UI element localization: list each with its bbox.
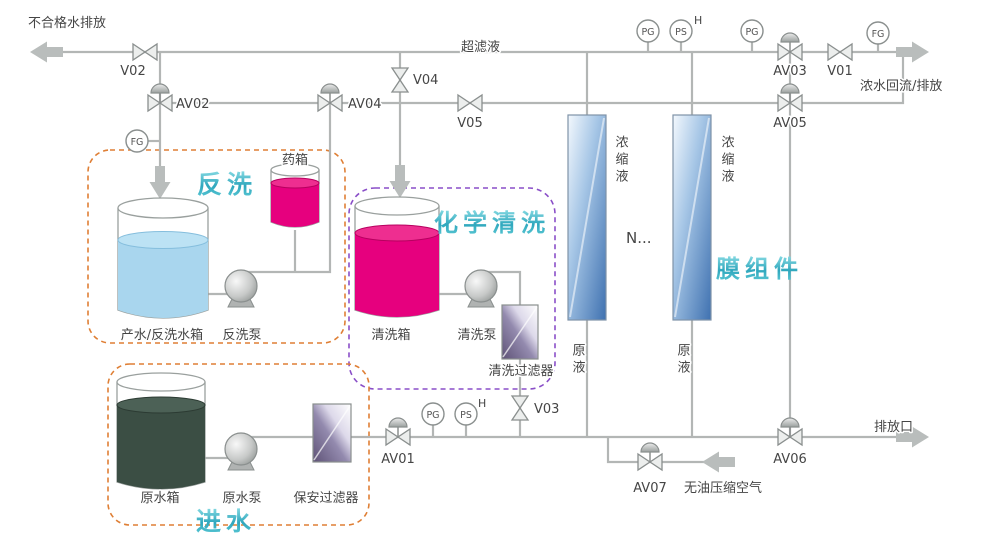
more-modules-label: N... [626, 229, 652, 247]
cleaning-tank [354, 196, 440, 318]
gauge-stems [646, 42, 880, 52]
feed-region-border [107, 363, 370, 526]
labels: 不合格水排放 V02 AV02 AV04 V04 超滤液 V05 AV03 V0… [27, 14, 944, 537]
valve-av06-label: AV06 [773, 452, 807, 467]
valve-v01-label: V01 [827, 64, 852, 79]
high-alarm-top-label: H [694, 14, 702, 27]
pressure-gauge-top-1: PG [636, 19, 660, 43]
backwash-pump [224, 269, 258, 308]
ultrafiltrate-label: 超滤液 [461, 40, 500, 55]
cleaning-filter [501, 304, 539, 360]
pressure-gauge-top-2: PG [740, 19, 764, 43]
valve-av02-label: AV02 [176, 97, 210, 112]
flow-gauge-left-label: FG [131, 137, 144, 148]
dosing-tank-label: 药箱 [282, 152, 308, 168]
raw-water-tank [116, 372, 206, 490]
pressure-switch-top: PS [669, 19, 693, 43]
pipe-segment [606, 437, 704, 464]
cleaning-tank-fill-arrow [389, 165, 411, 198]
concentrate-return-arrow [896, 41, 929, 63]
valve-av03-label: AV03 [773, 64, 807, 79]
security-filter-label: 保安过滤器 [293, 491, 358, 506]
security-filter [312, 403, 352, 463]
pressure-gauge-top-1-label: PG [641, 27, 654, 38]
valve-av05-label: AV05 [773, 116, 807, 131]
valve-av07-label: AV07 [633, 481, 667, 496]
pressure-gauge-top-2-label: PG [745, 27, 758, 38]
valve-av04-label: AV04 [348, 97, 382, 112]
pipe-segment [481, 270, 522, 437]
valve-v02-label: V02 [120, 64, 145, 79]
membrane-module-1 [567, 114, 607, 321]
raw-liquid-label-1: 原液 [570, 343, 586, 377]
raw-water-tank-label: 原水箱 [140, 490, 179, 506]
valve-av01 [385, 417, 411, 446]
membrane-modules-label: 膜组件 [715, 255, 803, 283]
valve-v05 [457, 94, 483, 112]
valve-v03-label: V03 [534, 402, 559, 417]
concentrate-label-2: 浓缩液 [719, 135, 735, 186]
backwash-tank-fill-arrow [149, 166, 171, 199]
feed-region-label: 进水 [196, 507, 256, 536]
raw-water-pump-label: 原水泵 [222, 491, 261, 506]
flow-gauge-right-label: FG [872, 29, 885, 40]
valve-v01 [827, 43, 853, 61]
discharge-outlet-label: 排放口 [874, 420, 913, 435]
raw-liquid-label-2: 原液 [675, 343, 691, 377]
membrane-module-2 [672, 114, 712, 321]
valve-v03 [511, 395, 529, 421]
backwash-pump-label: 反洗泵 [222, 328, 261, 343]
raw-water-pump [224, 432, 258, 471]
product-backwash-tank-label: 产水/反洗水箱 [121, 327, 203, 343]
valve-v02 [132, 43, 158, 61]
cleaning-tank-label: 清洗箱 [371, 327, 410, 343]
pressure-switch-mid: PS [454, 402, 478, 426]
valve-av06 [777, 417, 803, 446]
high-alarm-mid-label: H [478, 397, 486, 410]
cleaning-pump [464, 269, 498, 308]
pressure-gauge-mid: PG [421, 402, 445, 426]
chemical-cleaning-region-label: 化学清洗 [434, 209, 550, 237]
compressed-air-arrow [702, 451, 735, 473]
pipe-segment [160, 52, 905, 105]
pressure-gauge-mid-label: PG [426, 410, 439, 421]
discharge-left-arrow [30, 41, 63, 63]
compressed-air-label: 无油压缩空气 [684, 480, 762, 496]
pipe-segment [241, 103, 332, 274]
product-backwash-tank [117, 197, 209, 319]
pipe-network [40, 42, 905, 464]
concentrate-label-1: 浓缩液 [613, 135, 629, 186]
flow-gauge-left: FG [125, 129, 149, 153]
backwash-region-label: 反洗 [197, 170, 257, 199]
pressure-switch-top-label: PS [675, 27, 687, 38]
unqualified-discharge-label: 不合格水排放 [28, 15, 106, 31]
dosing-tank [270, 163, 320, 228]
concentrate-return-label: 浓水回流/排放 [860, 79, 942, 94]
valve-v05-label: V05 [457, 116, 482, 131]
cleaning-pump-label: 清洗泵 [457, 328, 496, 343]
valve-av07 [637, 442, 663, 471]
chemical-cleaning-region-border [348, 187, 556, 390]
valve-v04-label: V04 [413, 73, 438, 88]
cleaning-filter-label: 清洗过滤器 [488, 364, 553, 379]
valve-av01-label: AV01 [381, 452, 415, 467]
flow-gauge-right: FG [866, 21, 890, 45]
valve-v04 [391, 67, 409, 93]
gauge-stems [431, 425, 468, 437]
pressure-switch-mid-label: PS [460, 410, 472, 421]
